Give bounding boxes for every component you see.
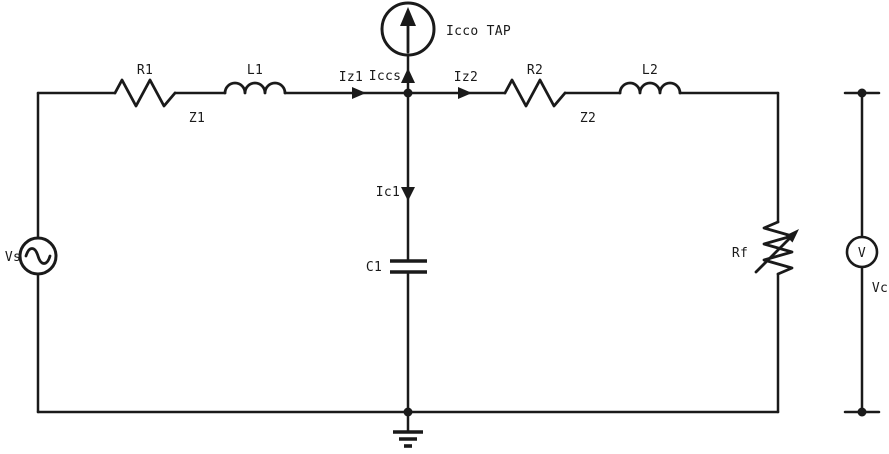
ic1-label: Ic1 xyxy=(376,185,400,200)
vs-label: Vs xyxy=(5,250,21,265)
node-junction-top xyxy=(403,88,413,98)
variable-resistor-rf: Rf xyxy=(732,220,799,276)
wires xyxy=(36,53,780,433)
impedance-z1: R1 L1 Z1 xyxy=(113,63,287,126)
l1-label: L1 xyxy=(247,63,263,78)
sine-wave-icon xyxy=(24,247,52,265)
current-annotations: Iz1 Iccs Iz2 Ic1 xyxy=(339,68,478,201)
connection-nodes xyxy=(403,88,867,417)
rf-label: Rf xyxy=(732,246,748,261)
iz1-arrow-icon xyxy=(352,87,366,99)
iz2-label: Iz2 xyxy=(454,70,478,85)
resistor-r2 xyxy=(503,78,567,108)
capacitor-c1: C1 xyxy=(366,259,427,275)
rf-arrow-icon xyxy=(785,229,799,243)
ic1-arrow-icon xyxy=(401,187,415,201)
inductor-l1 xyxy=(223,81,287,95)
ac-voltage-source: Vs xyxy=(5,236,58,276)
vc-label: Vc xyxy=(872,281,888,296)
c1-label: C1 xyxy=(366,260,382,275)
l2-label: L2 xyxy=(642,63,658,78)
r2-label: R2 xyxy=(527,63,543,78)
current-source-arrow-icon xyxy=(400,7,416,26)
z1-label: Z1 xyxy=(189,111,205,126)
iccs-label: Iccs xyxy=(369,69,402,84)
impedance-z2: R2 L2 Z2 xyxy=(503,63,682,126)
rf-arrow-line xyxy=(754,235,793,274)
rf-zigzag xyxy=(762,220,794,276)
iccs-arrow-icon xyxy=(401,68,415,83)
resistor-r1 xyxy=(113,78,177,108)
ground-symbol xyxy=(393,430,423,448)
node-voltmeter-top xyxy=(857,88,867,98)
node-voltmeter-bottom xyxy=(857,407,867,417)
r1-label: R1 xyxy=(137,63,153,78)
voltmeter-branch: V Vc xyxy=(843,91,888,414)
inductor-l2 xyxy=(618,81,682,95)
tap-source-label: Icco TAP xyxy=(446,24,511,39)
node-junction-bottom xyxy=(403,407,413,417)
current-source: Icco TAP xyxy=(380,1,511,57)
iz1-label: Iz1 xyxy=(339,70,363,85)
iz2-arrow-icon xyxy=(458,87,472,99)
z2-label: Z2 xyxy=(580,111,596,126)
voltmeter-symbol: V xyxy=(858,246,866,261)
